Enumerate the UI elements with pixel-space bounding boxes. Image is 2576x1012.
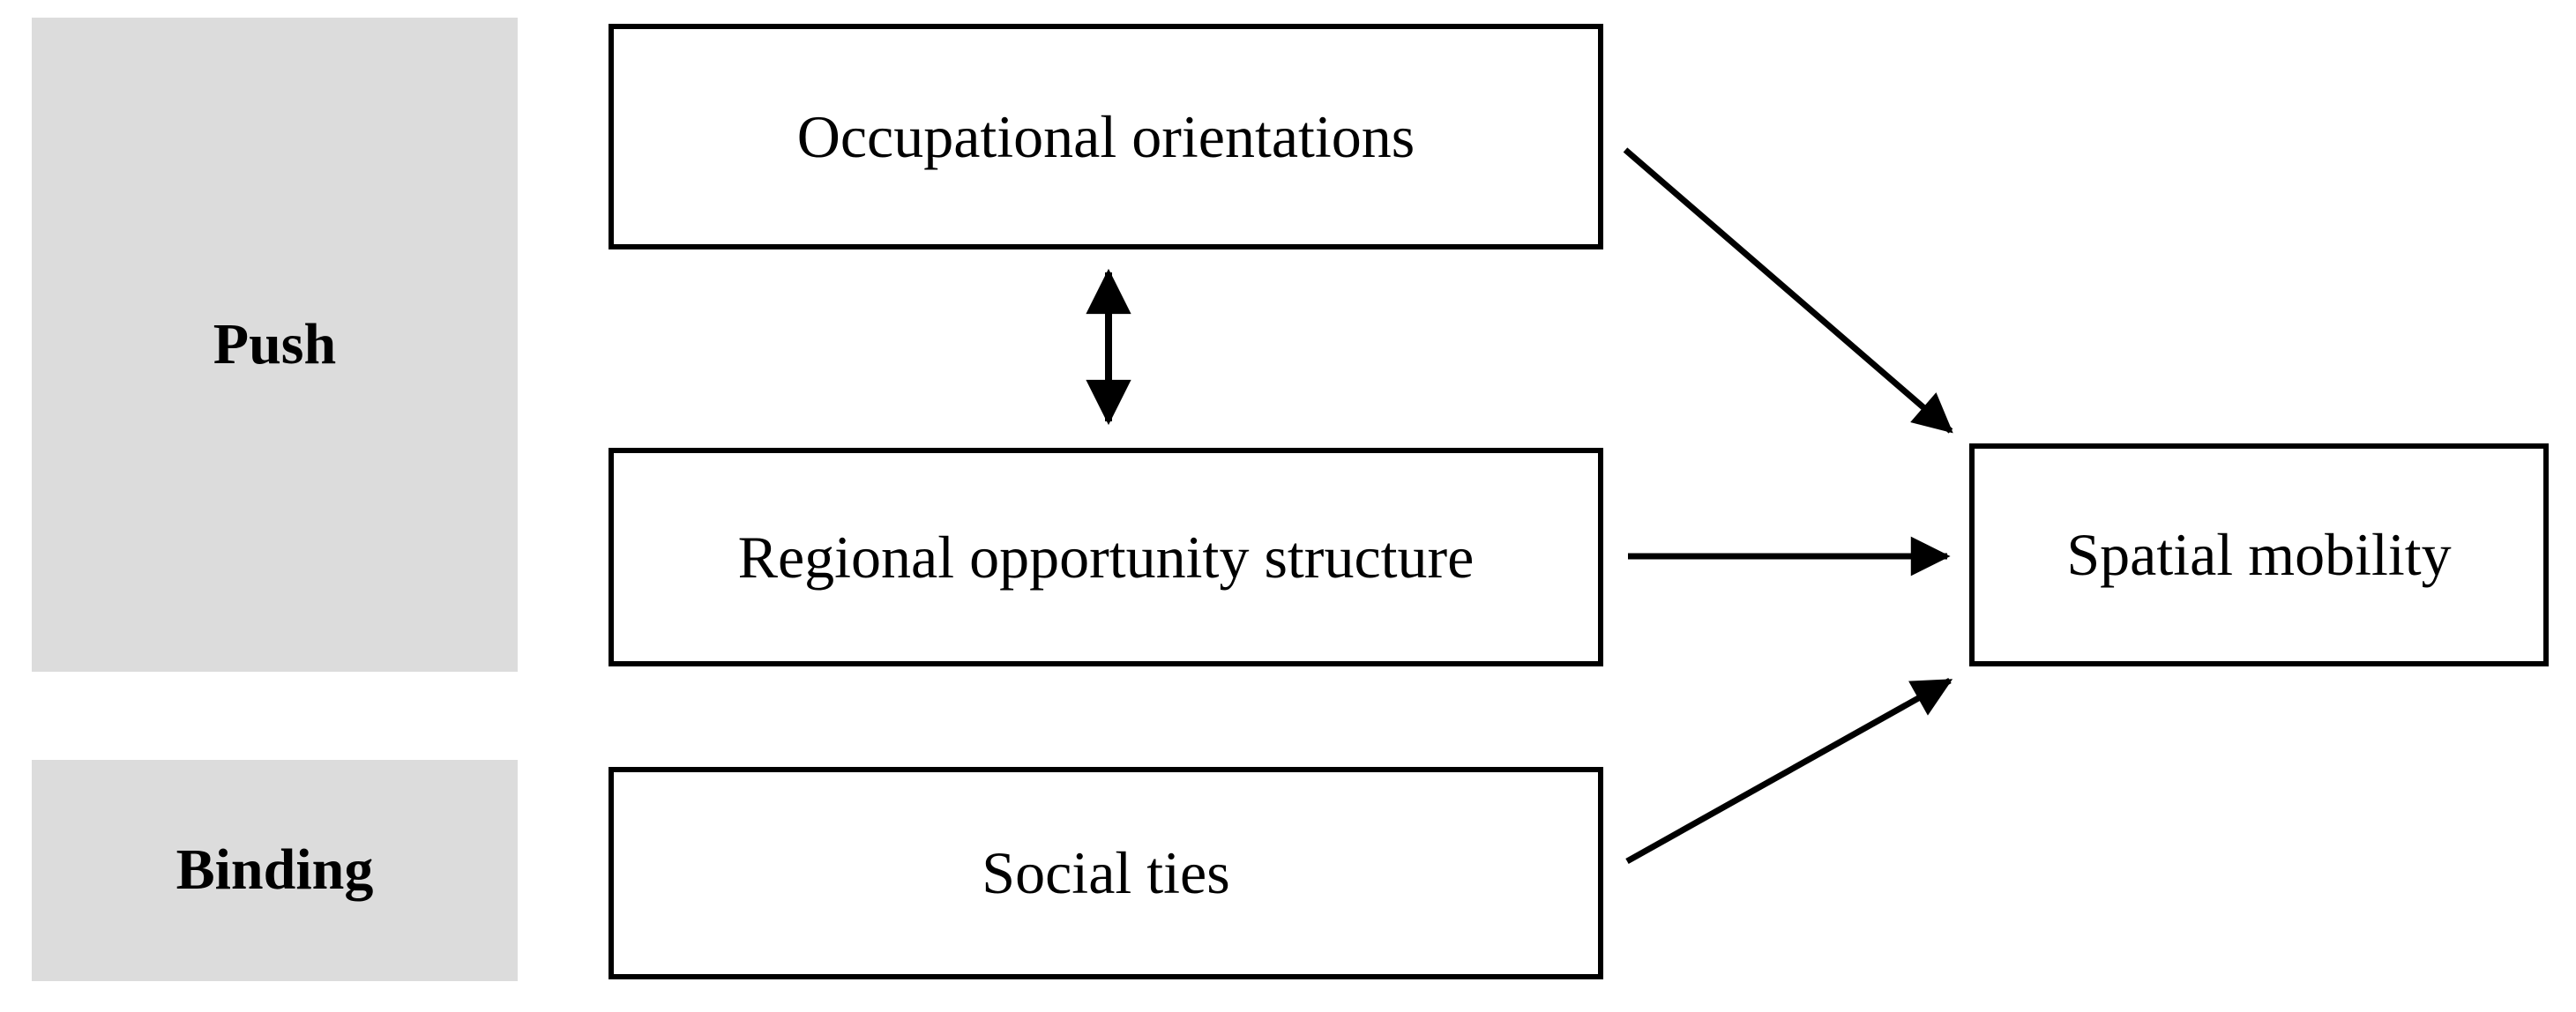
arrow-occupational-to-spatial-icon [1623, 147, 1953, 434]
node-social-ties: Social ties [609, 767, 1603, 979]
category-push-box: Push [32, 18, 518, 672]
node-occupational-orientations-label: Occupational orientations [796, 102, 1415, 170]
node-regional-opportunity-structure-label: Regional opportunity structure [737, 523, 1475, 591]
node-spatial-mobility-label: Spatial mobility [2066, 521, 2452, 589]
node-social-ties-label: Social ties [982, 839, 1230, 907]
category-binding-box: Binding [32, 760, 518, 981]
node-occupational-orientations: Occupational orientations [609, 24, 1603, 249]
category-push-label: Push [213, 311, 337, 376]
node-spatial-mobility: Spatial mobility [1969, 443, 2549, 666]
category-binding-label: Binding [175, 837, 374, 903]
node-regional-opportunity-structure: Regional opportunity structure [609, 448, 1603, 666]
arrow-social-to-spatial-icon [1625, 677, 1953, 865]
